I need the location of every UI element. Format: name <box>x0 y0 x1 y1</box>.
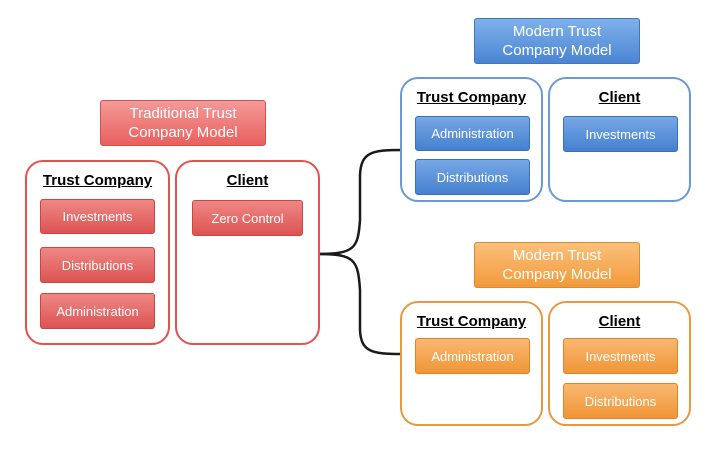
panel-heading: Client <box>226 172 269 189</box>
panel-heading: Client <box>598 313 641 330</box>
modern-model-title-bottom: Modern Trust Company Model <box>474 242 640 288</box>
modern-model-title-top: Modern Trust Company Model <box>474 18 640 64</box>
distributions-box: Distributions <box>415 159 530 195</box>
traditional-client-panel: Client Zero Control <box>175 160 320 345</box>
administration-box: Administration <box>415 116 530 151</box>
modern-bottom-client-panel: Client Investments Distributions <box>548 301 691 426</box>
investments-box: Investments <box>563 116 678 152</box>
modern-top-trust-company-panel: Trust Company Administration Distributio… <box>400 77 543 202</box>
traditional-trust-company-panel: Trust Company Investments Distributions … <box>25 160 170 345</box>
connector-to-modern-top <box>317 148 403 256</box>
traditional-model-title: Traditional Trust Company Model <box>100 100 266 146</box>
panel-heading: Client <box>598 89 641 106</box>
administration-box: Administration <box>415 338 530 374</box>
zero-control-box: Zero Control <box>192 200 303 236</box>
administration-box: Administration <box>40 293 155 329</box>
investments-box: Investments <box>563 338 678 374</box>
distributions-box: Distributions <box>563 383 678 419</box>
modern-bottom-trust-company-panel: Trust Company Administration <box>400 301 543 426</box>
panel-heading: Trust Company <box>416 89 527 106</box>
investments-box: Investments <box>40 199 155 234</box>
modern-top-client-panel: Client Investments <box>548 77 691 202</box>
panel-heading: Trust Company <box>416 313 527 330</box>
connector-to-modern-bottom <box>317 252 403 356</box>
panel-heading: Trust Company <box>42 172 153 189</box>
distributions-box: Distributions <box>40 247 155 283</box>
